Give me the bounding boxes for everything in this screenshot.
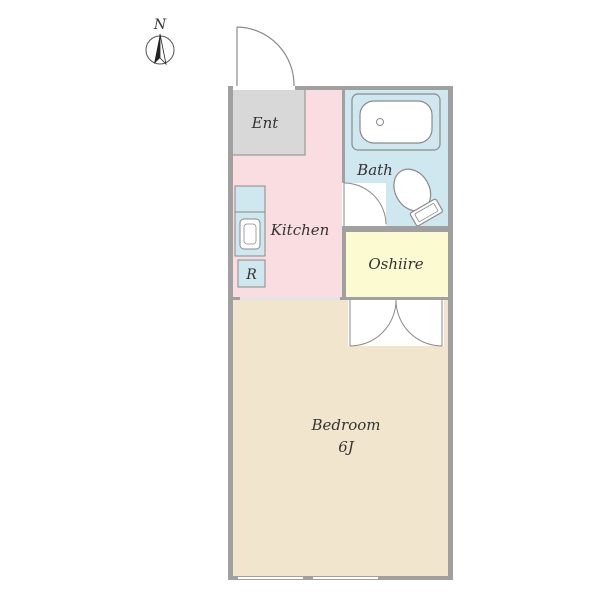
kitchen-counter [234,185,266,257]
refrigerator-label: R [245,267,257,283]
bath-label: Bath [356,161,393,179]
bath-door [343,182,387,226]
bedroom-label: Bedroom [311,416,381,434]
oshiire-label: Oshiire [368,255,423,273]
refrigerator: R [237,259,266,288]
sink-icon [239,218,261,250]
kitchen-floor-top [305,90,342,155]
entrance-floor [233,90,305,155]
north-arrow-icon [145,33,175,66]
oshiire-floor [344,232,448,297]
compass-label: N [153,17,167,33]
kitchen-label: Kitchen [270,221,330,239]
entrance-label: Ent [251,114,280,132]
windows [238,577,378,579]
compass: N [145,17,175,66]
bedroom-size: 6J [338,438,355,456]
toilet-icon [393,168,443,227]
oshiire-doors [348,299,444,347]
entrance-door [236,26,295,87]
bathtub-icon [351,93,441,151]
